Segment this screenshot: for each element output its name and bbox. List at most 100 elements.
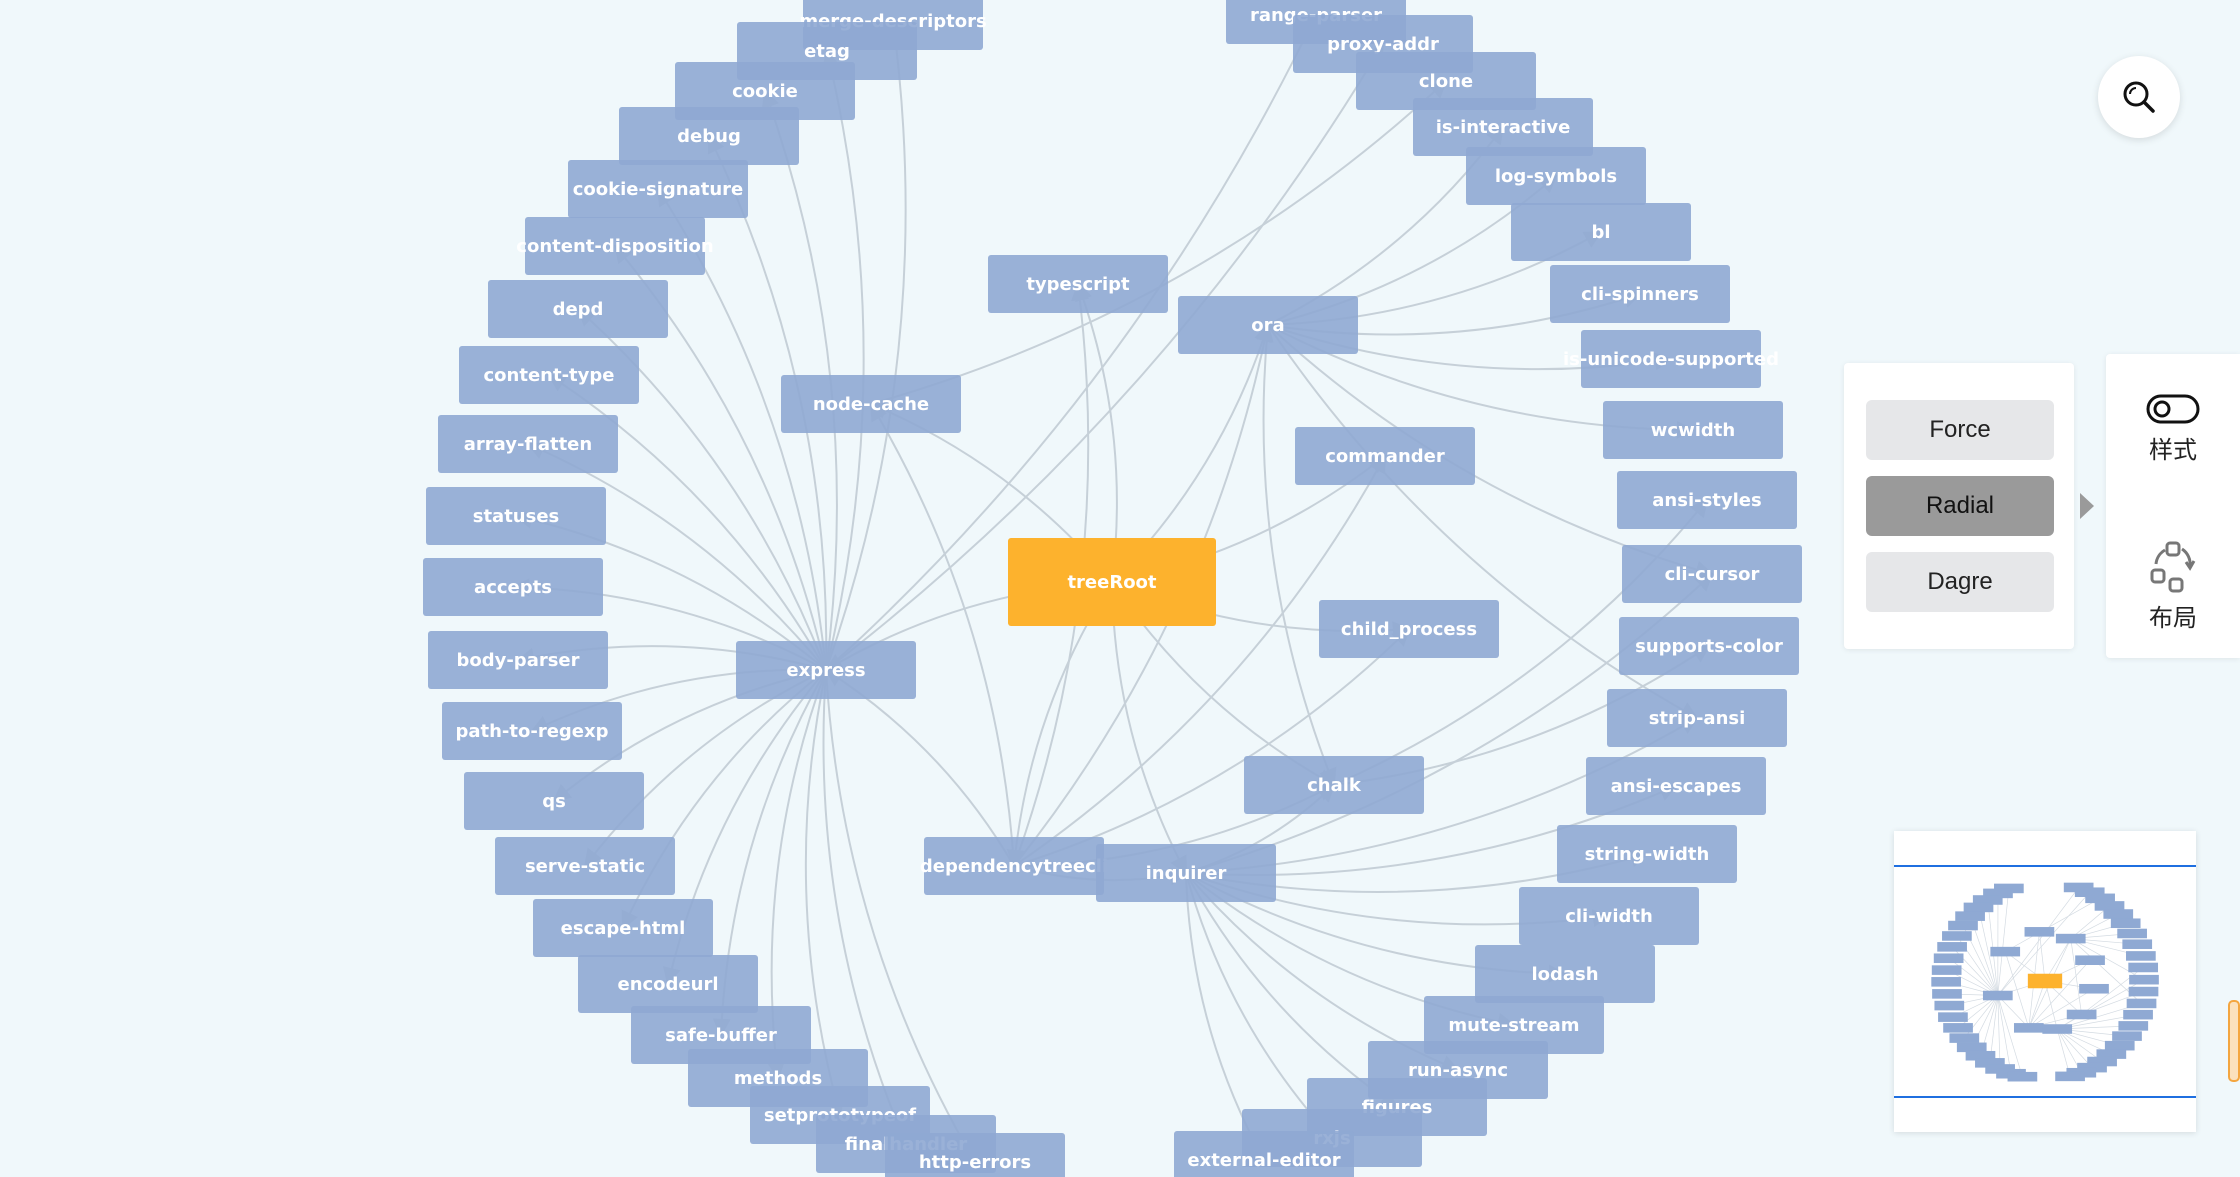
- node-box: [1178, 296, 1358, 354]
- node-content-disposition[interactable]: content-disposition: [516, 217, 714, 275]
- node-label: is-interactive: [1436, 117, 1571, 138]
- node-array-flatten[interactable]: array-flatten: [438, 415, 618, 473]
- node-is-unicode-supported[interactable]: is-unicode-supported: [1563, 330, 1779, 388]
- node-box: [1519, 887, 1699, 945]
- node-wcwidth[interactable]: wcwidth: [1603, 401, 1783, 459]
- node-box: [1581, 330, 1761, 388]
- panel-pointer-arrow: [2080, 493, 2094, 519]
- node-cookie-signature[interactable]: cookie-signature: [568, 160, 748, 218]
- minimap-node-mute-stream: [2096, 1049, 2127, 1059]
- node-label: cli-width: [1565, 906, 1653, 927]
- node-box: [438, 415, 618, 473]
- scrollbar-thumb[interactable]: [2228, 1000, 2240, 1082]
- node-is-interactive[interactable]: is-interactive: [1413, 98, 1593, 156]
- node-escape-html[interactable]: escape-html: [533, 899, 713, 957]
- node-external-editor[interactable]: external-editor: [1174, 1131, 1354, 1177]
- node-body-parser[interactable]: body-parser: [428, 631, 608, 689]
- node-label: run-async: [1408, 1060, 1508, 1081]
- node-strip-ansi[interactable]: strip-ansi: [1607, 689, 1787, 747]
- node-box: [525, 217, 705, 275]
- minimap-node-ansi-styles: [2128, 962, 2159, 973]
- layout-dagre-button[interactable]: Dagre: [1866, 552, 2054, 612]
- node-child_process[interactable]: child_process: [1319, 600, 1499, 658]
- minimap-node-child_process: [2079, 983, 2109, 994]
- node-label: log-symbols: [1495, 166, 1617, 187]
- node-label: body-parser: [456, 650, 579, 671]
- node-box: [781, 375, 961, 433]
- node-string-width[interactable]: string-width: [1557, 825, 1737, 883]
- minimap-node-depd: [1942, 931, 1972, 941]
- node-accepts[interactable]: accepts: [423, 558, 603, 616]
- node-node-cache[interactable]: node-cache: [781, 375, 961, 433]
- node-box: [1319, 600, 1499, 658]
- node-http-errors[interactable]: http-errors: [885, 1133, 1065, 1177]
- node-box: [1550, 265, 1730, 323]
- minimap-edge: [2028, 988, 2095, 1029]
- layout-radial-button[interactable]: Radial: [1866, 476, 2054, 536]
- edge-ora-to-strip-ansi: [1267, 324, 1699, 719]
- node-lodash[interactable]: lodash: [1475, 945, 1655, 1003]
- minimap-node-lodash: [2104, 1040, 2135, 1051]
- layout-force-button[interactable]: Force: [1866, 400, 2054, 460]
- edge-express-to-etag: [821, 49, 865, 671]
- node-dependencytreecli[interactable]: dependencytreecli: [920, 837, 1108, 895]
- node-ansi-escapes[interactable]: ansi-escapes: [1586, 757, 1766, 815]
- node-label: is-unicode-supported: [1563, 349, 1779, 370]
- node-clone[interactable]: clone: [1356, 52, 1536, 110]
- minimap-node-body-parser: [1932, 989, 1962, 999]
- node-treeRoot[interactable]: treeRoot: [1008, 538, 1216, 626]
- minimap[interactable]: [1894, 831, 2196, 1132]
- node-express[interactable]: express: [736, 641, 916, 699]
- node-content-type[interactable]: content-type: [459, 346, 639, 404]
- layout-tool-label: 布局: [2149, 604, 2197, 632]
- node-encodeurl[interactable]: encodeurl: [578, 955, 758, 1013]
- node-commander[interactable]: commander: [1295, 427, 1475, 485]
- node-path-to-regexp[interactable]: path-to-regexp: [442, 702, 622, 760]
- node-supports-color[interactable]: supports-color: [1619, 617, 1799, 675]
- minimap-edge: [2028, 980, 2046, 1028]
- node-qs[interactable]: qs: [464, 772, 644, 830]
- node-cookie[interactable]: cookie: [675, 62, 855, 120]
- node-label: http-errors: [919, 1152, 1031, 1173]
- minimap-node-cookie: [1972, 895, 2003, 905]
- minimap-node-wcwidth: [2126, 951, 2156, 961]
- node-cli-width[interactable]: cli-width: [1519, 887, 1699, 945]
- node-bl[interactable]: bl: [1511, 203, 1691, 261]
- node-label: proxy-addr: [1327, 34, 1439, 55]
- style-tool-label: 样式: [2149, 436, 2197, 464]
- search-button[interactable]: [2098, 56, 2180, 138]
- node-log-symbols[interactable]: log-symbols: [1466, 147, 1646, 205]
- edge-inquirer-to-rxjs: [1185, 872, 1334, 1140]
- node-ansi-styles[interactable]: ansi-styles: [1617, 471, 1797, 529]
- style-tool-button[interactable]: 样式: [2106, 392, 2240, 465]
- minimap-edge: [2070, 905, 2110, 939]
- node-typescript[interactable]: typescript: [988, 255, 1168, 313]
- minimap-edge: [1997, 995, 2030, 1029]
- node-box: [423, 558, 603, 616]
- toggle-icon: [2146, 394, 2200, 424]
- minimap-edge: [2070, 938, 2082, 1015]
- node-cli-spinners[interactable]: cli-spinners: [1550, 265, 1730, 323]
- minimap-node-express: [1982, 990, 2013, 1001]
- node-statuses[interactable]: statuses: [426, 487, 606, 545]
- edge-express-to-proxy-addr: [825, 42, 1384, 671]
- node-depd[interactable]: depd: [488, 280, 668, 338]
- node-serve-static[interactable]: serve-static: [495, 837, 675, 895]
- node-chalk[interactable]: chalk: [1244, 756, 1424, 814]
- node-box: [1475, 945, 1655, 1003]
- node-box: [426, 487, 606, 545]
- node-label: dependencytreecli: [920, 856, 1108, 877]
- edge-express-to-range-parser: [825, 13, 1318, 671]
- node-ora[interactable]: ora: [1178, 296, 1358, 354]
- node-box: [442, 702, 622, 760]
- layout-tool-button[interactable]: 布局: [2106, 540, 2240, 633]
- node-cli-cursor[interactable]: cli-cursor: [1622, 545, 1802, 603]
- minimap-node-treeRoot: [2027, 973, 2063, 989]
- node-mute-stream[interactable]: mute-stream: [1424, 996, 1604, 1054]
- node-inquirer[interactable]: inquirer: [1096, 844, 1276, 902]
- node-debug[interactable]: debug: [619, 107, 799, 165]
- minimap-canvas: [1894, 865, 2196, 1098]
- node-box: [1466, 147, 1646, 205]
- node-label: safe-buffer: [665, 1025, 777, 1046]
